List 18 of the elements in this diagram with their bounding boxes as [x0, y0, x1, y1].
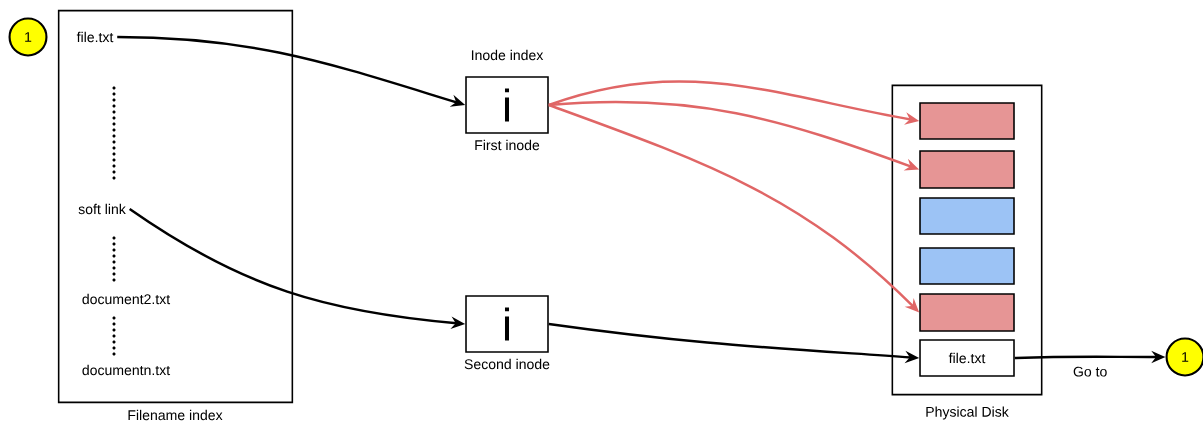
inode-box: i	[465, 76, 549, 134]
filename-text: documentn.txt	[82, 364, 171, 376]
edge-label: Go to	[1073, 366, 1107, 377]
inode-caption: First inode	[475, 139, 540, 151]
box-caption: Filename index	[128, 409, 223, 421]
inode-caption: Inode index	[471, 49, 544, 61]
disk-block: file.txt	[919, 339, 1015, 377]
block-box	[919, 247, 1015, 285]
block-box	[919, 150, 1015, 189]
block-box	[919, 197, 1015, 235]
block-box	[919, 102, 1015, 140]
block-box	[919, 293, 1015, 332]
filename-text: file.txt	[76, 31, 114, 43]
inode-caption: Second inode	[464, 358, 550, 370]
inode-box: i	[465, 295, 549, 353]
filename-text: soft link	[78, 203, 126, 215]
filename-text: document2.txt	[82, 293, 171, 305]
box-caption: Physical Disk	[926, 406, 1009, 420]
